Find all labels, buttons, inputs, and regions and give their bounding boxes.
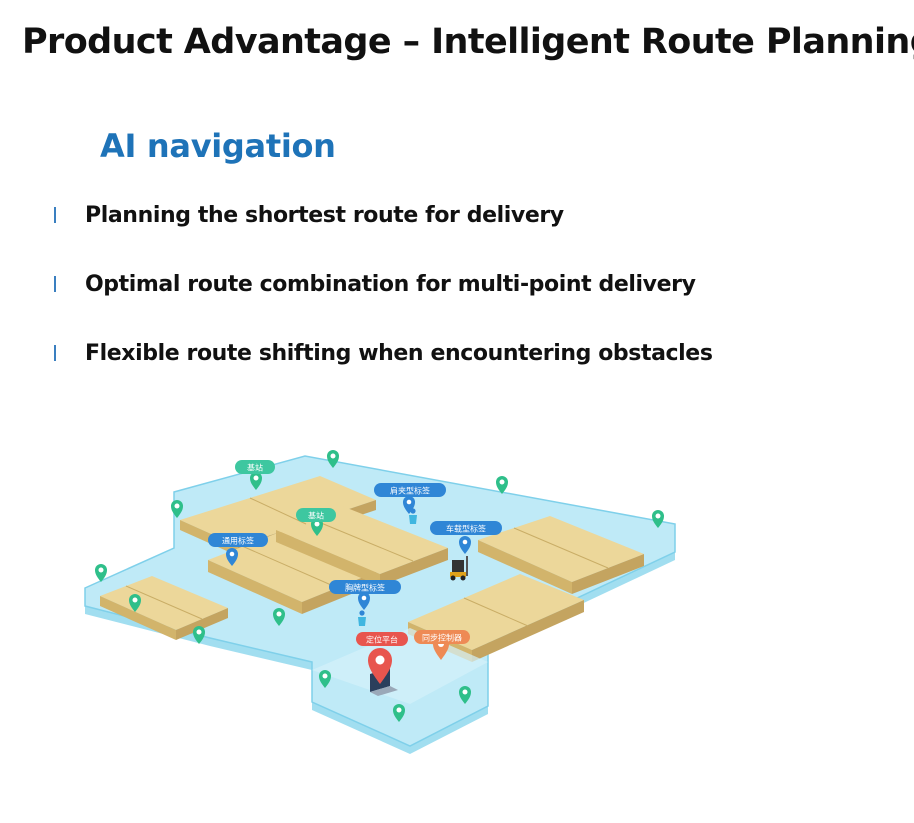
bullet-marker (54, 345, 56, 361)
label-text: 肩夹型标签 (390, 486, 430, 496)
map-label: 车载型标签 (430, 521, 502, 535)
slide-title: Product Advantage – Intelligent Route Pl… (22, 22, 914, 62)
feature-list: Planning the shortest route for delivery… (52, 200, 713, 407)
feature-item: Flexible route shifting when encounterin… (52, 338, 713, 368)
label-text: 基站 (247, 463, 263, 473)
map-label: 肩夹型标签 (374, 483, 446, 497)
label-text: 通用标签 (222, 536, 254, 546)
map-label: 同步控制器 (414, 630, 470, 644)
label-text: 胸牌型标签 (345, 583, 385, 593)
location-pin-icon (368, 648, 392, 684)
feature-text: Flexible route shifting when encounterin… (85, 340, 713, 366)
map-label: 胸牌型标签 (329, 580, 401, 594)
bullet-marker (54, 276, 56, 292)
map-label: 基站 (296, 508, 336, 522)
feature-item: Planning the shortest route for delivery (52, 200, 713, 230)
shelf-dividers (125, 497, 609, 627)
map-label: 基站 (235, 460, 275, 474)
forklift-icon (450, 556, 468, 581)
label-text: 车载型标签 (446, 524, 486, 534)
map-label: 通用标签 (208, 533, 268, 547)
section-subtitle: AI navigation (100, 127, 336, 165)
warehouse-map-svg: 基站 基站 肩夹型标签 车载型标签 通用标签 胸牌型标签 定位平台 同步控制器 (84, 450, 676, 754)
label-text: 同步控制器 (422, 633, 462, 643)
bullet-marker (54, 207, 56, 223)
label-text: 定位平台 (366, 635, 398, 645)
label-text: 基站 (308, 511, 324, 521)
map-label: 定位平台 (356, 632, 408, 646)
feature-text: Planning the shortest route for delivery (85, 202, 564, 228)
warehouse-map-illustration: 基站 基站 肩夹型标签 车载型标签 通用标签 胸牌型标签 定位平台 同步控制器 (80, 448, 680, 768)
feature-text: Optimal route combination for multi-poin… (85, 271, 696, 297)
feature-item: Optimal route combination for multi-poin… (52, 269, 713, 299)
